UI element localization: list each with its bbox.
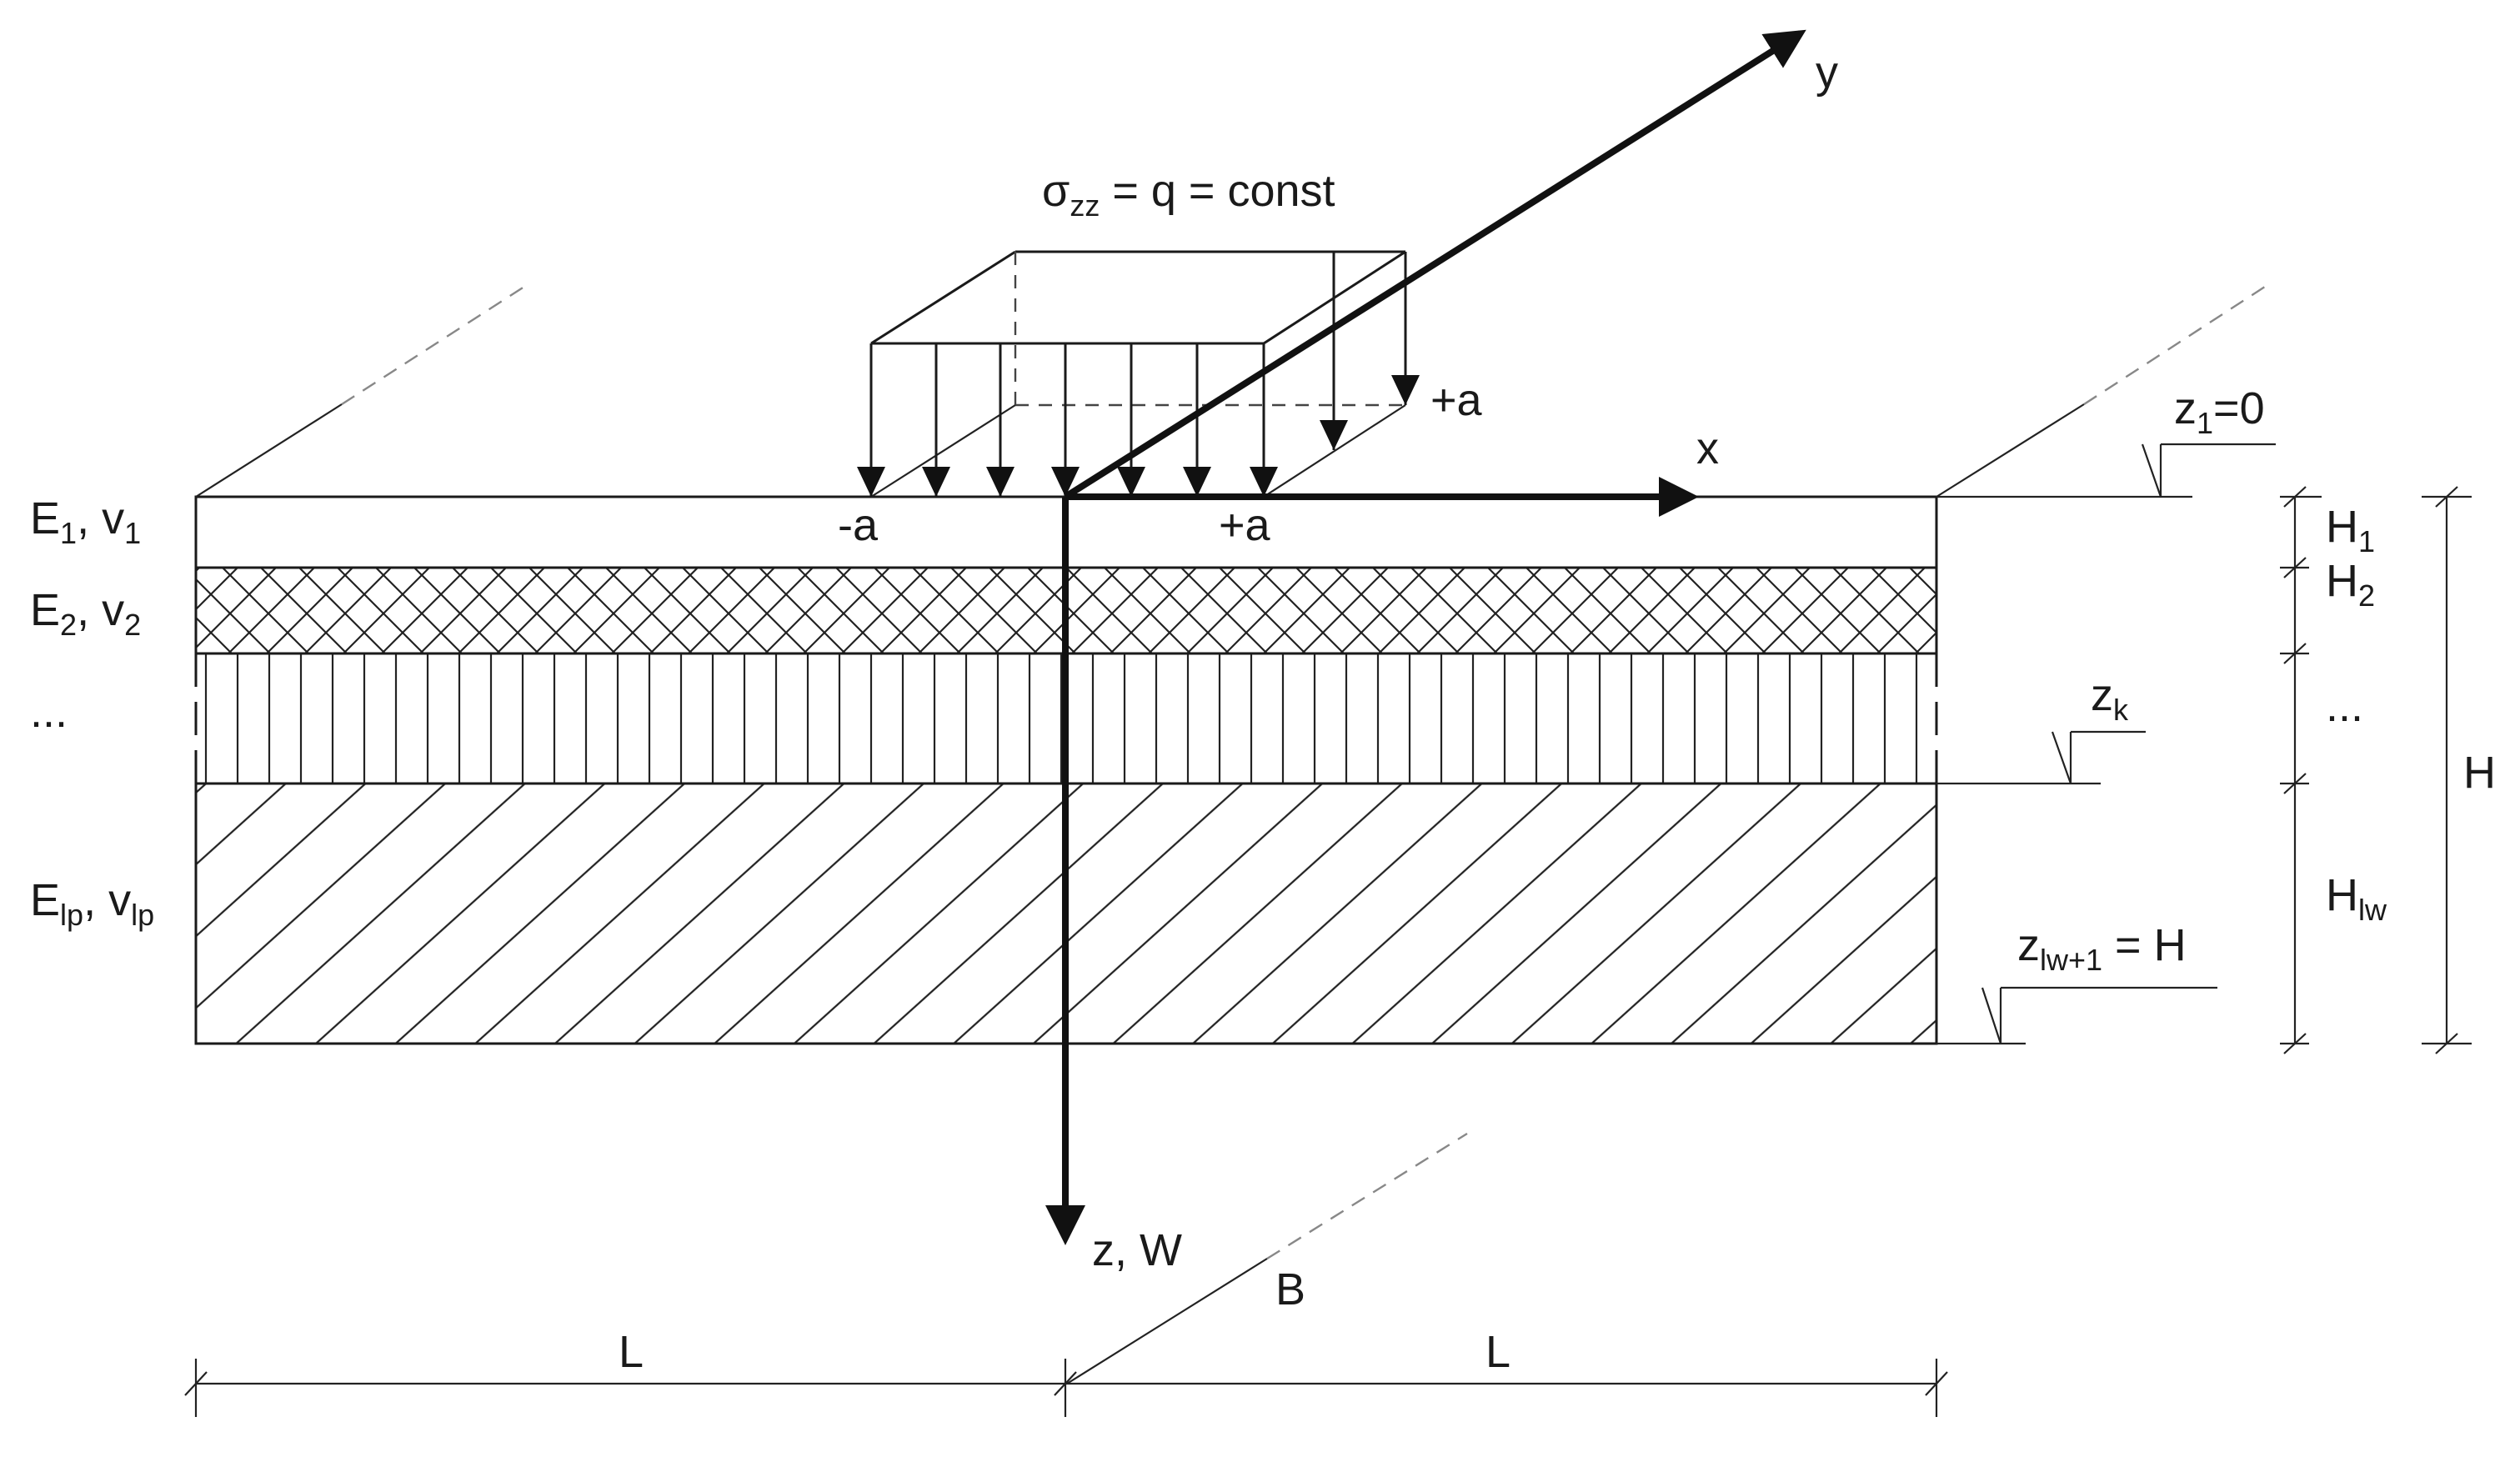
zlw-marker-tri (1981, 987, 2002, 1044)
right-dimensions (2280, 486, 2472, 1054)
zlw-label: zlw+1 = H (2017, 920, 2187, 977)
load-neg-a: -a (838, 500, 879, 550)
load-formula-rest: = q = const (1100, 166, 1335, 216)
tick-total-bottom-slash (2435, 1033, 2458, 1054)
load-arrows (857, 252, 1420, 497)
z-axis-label: z, W (1092, 1225, 1182, 1275)
load-arrow-front-0-head (857, 467, 885, 497)
layer-k-props: ... (30, 687, 68, 737)
sigma-subscript: zz (1070, 188, 1100, 223)
L-left-slash (184, 1371, 208, 1396)
Hk-label: ... (2326, 681, 2363, 731)
tick-H1-top-slash (2283, 486, 2307, 508)
L-right-label: L (1485, 1327, 1510, 1377)
load-base-left (870, 404, 1016, 498)
L-mid-slash (1054, 1371, 1077, 1396)
sigma-symbol: σ (1042, 166, 1070, 216)
load-arrow-front-1-head (922, 467, 950, 497)
tick-total-top-slash (2435, 486, 2458, 508)
layer-1-props: E1, v1 (30, 493, 141, 550)
H2-label: H2 (2326, 556, 2375, 613)
z1-label: z1=0 (2174, 383, 2265, 440)
tick-lw-top-slash (2283, 773, 2307, 794)
load-arrow-front-5-head (1183, 467, 1211, 497)
load-arrow-front-3-head (1051, 467, 1080, 497)
load-arrow-back-4-head (1391, 375, 1420, 405)
right-perspective-edge-dashed (2083, 283, 2268, 406)
tick-H2-top-slash (2283, 557, 2307, 578)
x-axis-label: x (1696, 423, 1719, 473)
B-perspective-edge (1066, 1258, 1268, 1384)
y-axis (1063, 29, 1806, 500)
load-base-right (1263, 404, 1406, 498)
level-lines (1936, 443, 2276, 1045)
y-axis-label: y (1816, 48, 1838, 98)
layer-2-props: E2, v2 (30, 585, 141, 642)
load-pos-a-x: +a (1219, 500, 1271, 550)
tick-bottom-slash (2283, 1033, 2307, 1054)
Hlw-label: Hlw (2326, 870, 2387, 927)
load-block (870, 250, 1406, 498)
H1-label: H1 (2326, 502, 2375, 558)
B-perspective-edge-dashed (1266, 1132, 1468, 1260)
load-formula: σzz = q = const (1042, 166, 1335, 223)
left-perspective-edge-dashed (341, 283, 528, 406)
B-label: B (1275, 1264, 1305, 1314)
left-perspective-edge (195, 403, 343, 498)
perspective-edges (195, 283, 2268, 1384)
load-top-left (870, 250, 1016, 345)
axes (1045, 29, 1806, 1245)
zk-marker-tri (2051, 731, 2072, 784)
tick-k-top-slash (2283, 643, 2307, 664)
load-arrow-front-6-head (1250, 467, 1278, 497)
layer-lp-props: Elp, vlp (30, 875, 154, 932)
L-left-label: L (619, 1327, 644, 1377)
L-right-slash (1925, 1371, 1948, 1396)
load-arrow-back-3-head (1320, 420, 1348, 450)
bottom-dimension (184, 1359, 1948, 1417)
H-total-label: H (2463, 748, 2496, 798)
z1-marker-tri (2141, 443, 2162, 498)
load-pos-a-y: +a (1430, 375, 1483, 425)
zk-label: zk (2091, 670, 2129, 727)
load-arrow-front-2-head (986, 467, 1015, 497)
right-perspective-edge (1936, 403, 2085, 498)
load-arrow-front-4-head (1117, 467, 1145, 497)
